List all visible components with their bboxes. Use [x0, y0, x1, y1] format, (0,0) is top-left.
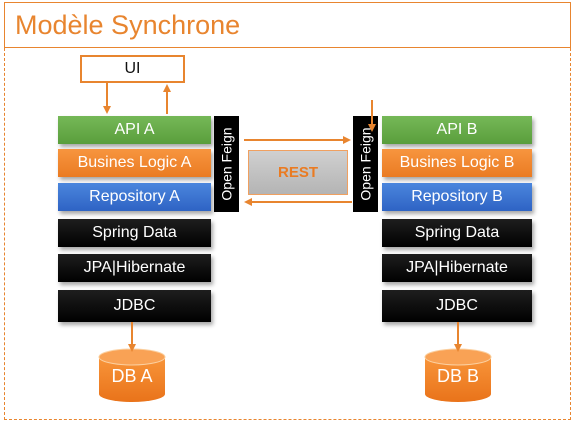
business-logic-b-layer: Busines Logic B [382, 149, 532, 177]
jdbc-b-layer: JDBC [382, 290, 532, 322]
jpa-hibernate-b-layer: JPA|Hibernate [382, 254, 532, 282]
rest-box: REST [248, 150, 348, 195]
api-b-layer: API B [382, 116, 532, 144]
ui-box: UI [80, 55, 185, 83]
repository-a-layer: Repository A [58, 183, 211, 211]
business-logic-a-layer: Busines Logic A [58, 149, 211, 177]
db-b-cylinder-icon [424, 348, 492, 402]
db-b-label: DB B [436, 366, 479, 386]
db-a-label: DB A [111, 366, 153, 386]
api-a-layer: API A [58, 116, 211, 144]
db-a: DB A [97, 348, 167, 404]
open-feign-b-label: Open Feign [357, 127, 374, 201]
spring-data-b-layer: Spring Data [382, 219, 532, 247]
diagram-title: Modèle Synchrone [4, 2, 571, 48]
db-b: DB B [423, 348, 493, 404]
diagram-frame [4, 48, 571, 420]
open-feign-a-label: Open Feign [218, 127, 235, 201]
open-feign-b: Open Feign [353, 116, 378, 212]
open-feign-a: Open Feign [214, 116, 239, 212]
jdbc-a-layer: JDBC [58, 290, 211, 322]
jpa-hibernate-a-layer: JPA|Hibernate [58, 254, 211, 282]
repository-b-layer: Repository B [382, 183, 532, 211]
spring-data-a-layer: Spring Data [58, 219, 211, 247]
